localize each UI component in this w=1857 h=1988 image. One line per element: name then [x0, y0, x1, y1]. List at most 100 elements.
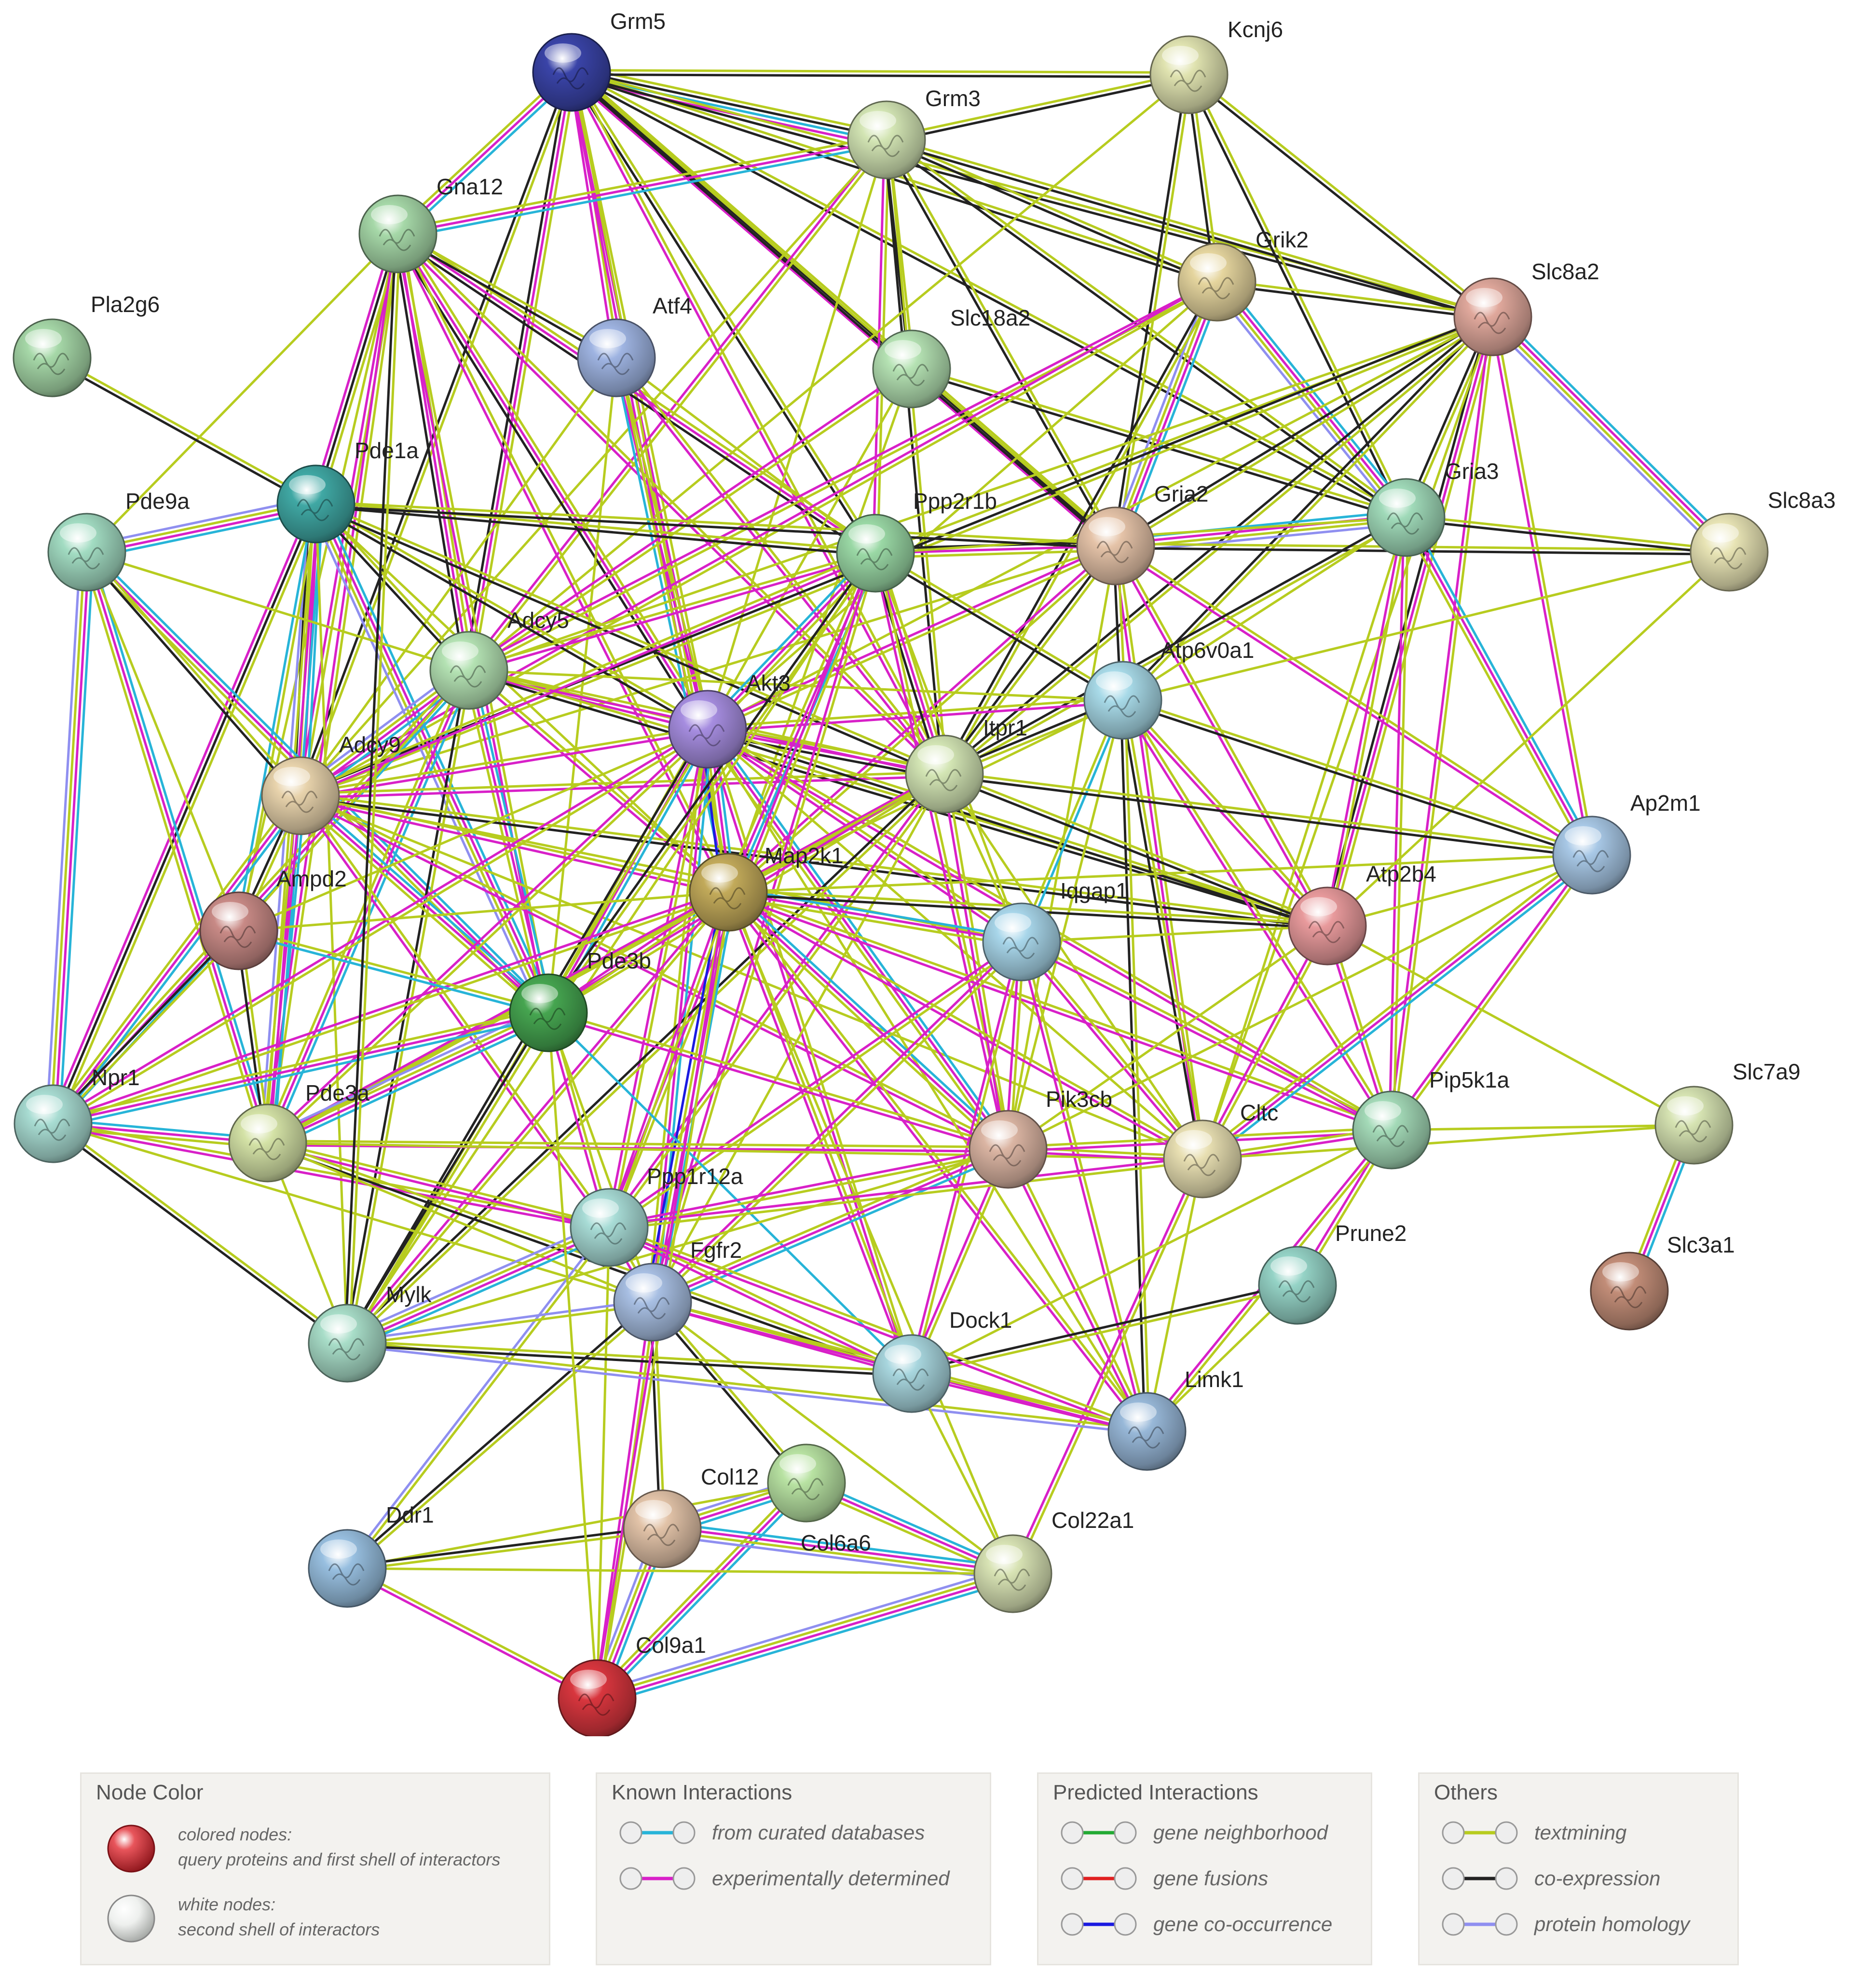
- node-dock1[interactable]: Dock1: [872, 1307, 1012, 1413]
- edge-strand-experimental: [310, 231, 395, 504]
- node-sphere[interactable]: [1690, 513, 1769, 592]
- node-col12[interactable]: Col12: [623, 1464, 759, 1568]
- node-sphere[interactable]: [905, 735, 984, 814]
- node-atp2b4[interactable]: Atp2b4: [1288, 861, 1436, 966]
- node-sphere[interactable]: [1654, 1086, 1734, 1165]
- node-sphere[interactable]: [982, 902, 1061, 981]
- node-sphere[interactable]: [1076, 506, 1155, 586]
- node-slc3a1[interactable]: Slc3a1: [1590, 1232, 1735, 1331]
- node-kcnj6[interactable]: Kcnj6: [1149, 17, 1283, 114]
- node-ap2m1[interactable]: Ap2m1: [1552, 790, 1701, 895]
- node-sphere[interactable]: [872, 1334, 951, 1413]
- node-col9a1[interactable]: Col9a1: [558, 1633, 706, 1736]
- node-npr1[interactable]: Npr1: [14, 1065, 140, 1163]
- node-sphere[interactable]: [308, 1304, 387, 1383]
- node-sphere[interactable]: [261, 756, 340, 835]
- node-sphere[interactable]: [276, 464, 355, 544]
- edge-npr1-fgfr2: [52, 1122, 654, 1304]
- node-adcy5[interactable]: Adcy5: [429, 608, 569, 710]
- node-pla2g6[interactable]: Pla2g6: [13, 292, 160, 397]
- node-pde3a[interactable]: Pde3a: [228, 1080, 369, 1183]
- node-sphere[interactable]: [836, 514, 915, 593]
- node-iqgap1[interactable]: Iqgap1: [982, 878, 1128, 981]
- node-akt3[interactable]: Akt3: [668, 670, 791, 769]
- node-sphere[interactable]: [1107, 1392, 1187, 1471]
- node-ppp1r12a[interactable]: Ppp1r12a: [570, 1164, 743, 1267]
- node-sphere[interactable]: [1590, 1252, 1669, 1331]
- node-atf4[interactable]: Atf4: [577, 293, 692, 397]
- node-sphere[interactable]: [1258, 1246, 1337, 1325]
- node-sphere[interactable]: [228, 1103, 307, 1183]
- node-sphere[interactable]: [623, 1489, 702, 1568]
- node-cltc[interactable]: Cltc: [1163, 1100, 1278, 1198]
- node-sphere[interactable]: [1453, 277, 1532, 356]
- node-slc8a3[interactable]: Slc8a3: [1690, 488, 1836, 592]
- node-sphere[interactable]: [1352, 1090, 1431, 1170]
- node-sphere[interactable]: [1149, 35, 1229, 114]
- node-col6a6[interactable]: Col6a6: [767, 1443, 871, 1555]
- edge-strand-experimental: [594, 1300, 652, 1700]
- edge-strand-experimental: [606, 890, 728, 1228]
- node-sphere[interactable]: [429, 631, 508, 710]
- edge-strand-homology: [1210, 285, 1402, 523]
- node-sphere[interactable]: [13, 318, 92, 397]
- node-pde9a[interactable]: Pde9a: [47, 489, 190, 592]
- node-ampd2[interactable]: Ampd2: [199, 866, 347, 970]
- node-fgfr2[interactable]: Fgfr2: [613, 1238, 742, 1342]
- node-adcy9[interactable]: Adcy9: [261, 732, 401, 835]
- node-gria2[interactable]: Gria2: [1076, 481, 1208, 586]
- node-pip5k1a[interactable]: Pip5k1a: [1352, 1067, 1510, 1170]
- node-slc7a9[interactable]: Slc7a9: [1654, 1059, 1801, 1165]
- node-gna12[interactable]: Gna12: [358, 174, 503, 273]
- node-col22a1[interactable]: Col22a1: [973, 1508, 1134, 1613]
- node-prune2[interactable]: Prune2: [1258, 1221, 1406, 1325]
- edge-strand-textmining: [1018, 698, 1122, 942]
- node-atp6v0a1[interactable]: Atp6v0a1: [1083, 638, 1254, 740]
- node-sphere[interactable]: [509, 973, 588, 1052]
- node-sphere[interactable]: [358, 194, 437, 273]
- node-sphere[interactable]: [1083, 661, 1162, 740]
- node-sphere[interactable]: [1288, 886, 1367, 966]
- node-sphere[interactable]: [1552, 816, 1631, 895]
- node-label: Ppp2r1b: [913, 489, 997, 514]
- node-sphere[interactable]: [1163, 1119, 1242, 1198]
- node-itpr1[interactable]: Itpr1: [905, 715, 1027, 814]
- node-sphere[interactable]: [689, 853, 768, 932]
- node-pde3b[interactable]: Pde3b: [509, 948, 651, 1052]
- node-grm3[interactable]: Grm3: [847, 86, 981, 179]
- node-sphere[interactable]: [1177, 243, 1256, 322]
- node-sphere[interactable]: [847, 100, 926, 179]
- node-grik2[interactable]: Grik2: [1177, 227, 1309, 322]
- node-grm5[interactable]: Grm5: [532, 9, 666, 112]
- node-gria3[interactable]: Gria3: [1366, 459, 1499, 557]
- node-sphere[interactable]: [308, 1529, 387, 1608]
- node-sphere[interactable]: [47, 513, 126, 592]
- node-sphere[interactable]: [613, 1263, 692, 1342]
- edge-strand-textmining: [346, 1567, 1014, 1575]
- edge-strand-experimental: [606, 939, 1022, 1227]
- node-pik3cb[interactable]: Pik3cb: [969, 1087, 1112, 1189]
- node-mylk[interactable]: Mylk: [308, 1282, 432, 1383]
- node-sphere[interactable]: [969, 1110, 1048, 1189]
- node-sphere[interactable]: [577, 318, 656, 397]
- node-sphere[interactable]: [558, 1659, 637, 1736]
- edge-grm3-slc8a2: [885, 136, 1495, 320]
- node-sphere[interactable]: [14, 1084, 93, 1163]
- node-sphere[interactable]: [1366, 478, 1446, 557]
- edge-strand-experimental: [347, 1228, 612, 1347]
- node-sphere[interactable]: [532, 33, 611, 112]
- node-slc18a2[interactable]: Slc18a2: [872, 305, 1030, 408]
- node-ppp2r1b[interactable]: Ppp2r1b: [836, 489, 997, 593]
- node-limk1[interactable]: Limk1: [1107, 1367, 1244, 1471]
- node-sphere[interactable]: [973, 1534, 1052, 1613]
- node-pde1a[interactable]: Pde1a: [276, 438, 419, 544]
- node-sphere[interactable]: [570, 1188, 649, 1267]
- node-sphere[interactable]: [199, 891, 278, 970]
- node-sphere[interactable]: [872, 329, 951, 408]
- node-map2k1[interactable]: Map2k1: [689, 843, 844, 932]
- node-sphere[interactable]: [668, 690, 747, 769]
- node-sphere[interactable]: [767, 1443, 846, 1523]
- edge-strand-experimental: [395, 234, 944, 777]
- node-slc8a2[interactable]: Slc8a2: [1453, 259, 1599, 356]
- node-ddr1[interactable]: Ddr1: [308, 1502, 434, 1608]
